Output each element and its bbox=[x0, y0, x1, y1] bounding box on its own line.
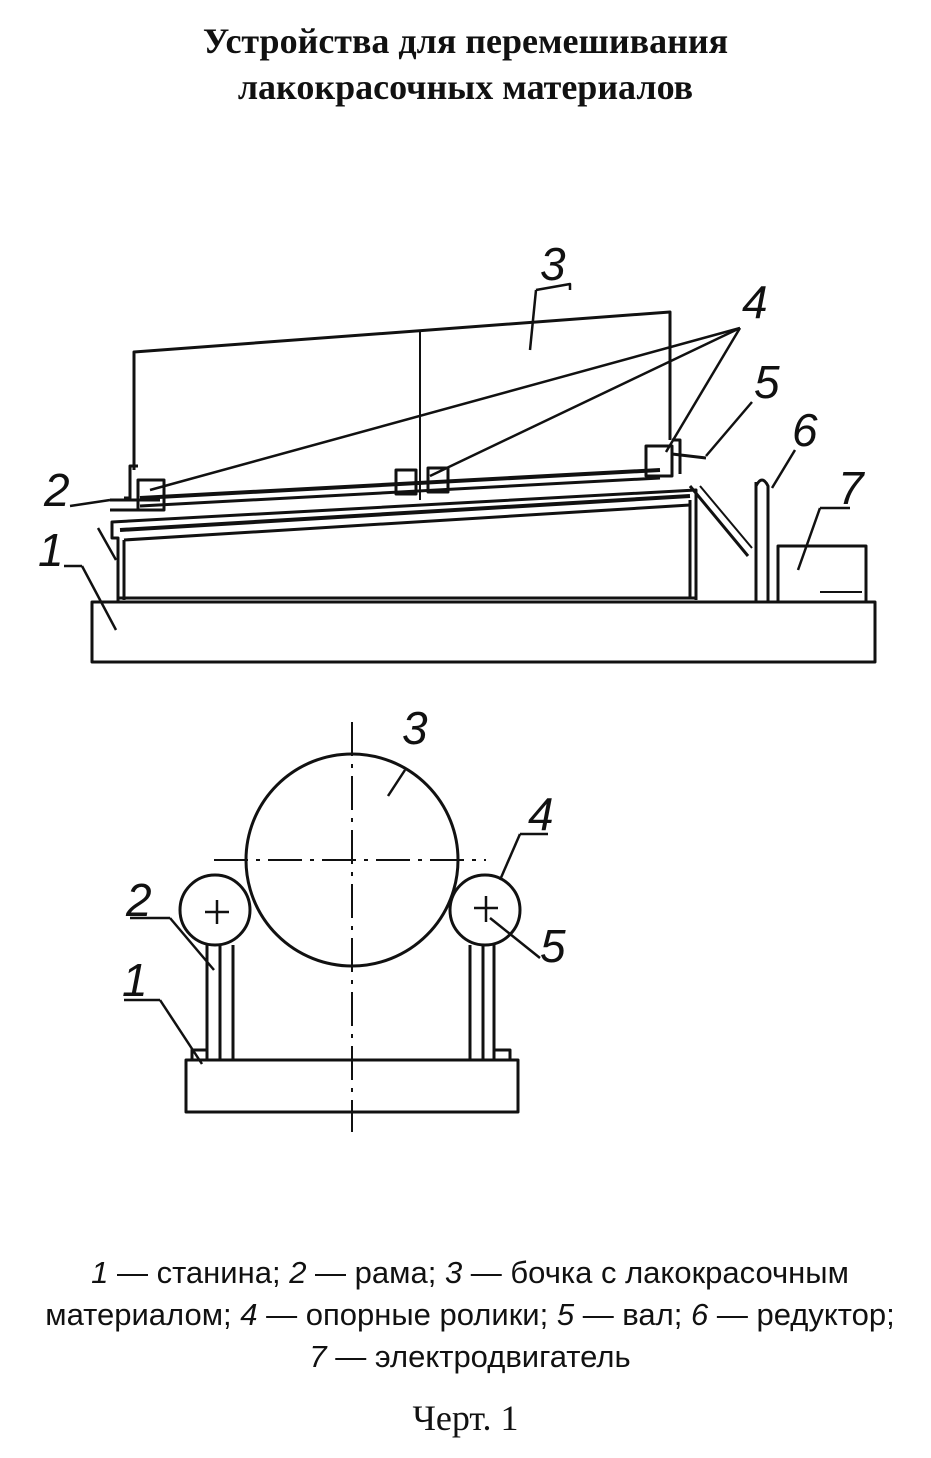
legend-num-4: 4 bbox=[240, 1297, 258, 1332]
document-title: Устройства для перемешивания лакокрасочн… bbox=[0, 18, 931, 110]
side-base bbox=[90, 600, 877, 664]
front-centerlines bbox=[214, 722, 486, 1132]
label-5-front: 5 bbox=[540, 920, 566, 972]
label-4-side: 4 bbox=[742, 276, 768, 328]
side-reducer bbox=[754, 478, 770, 602]
legend-num-1: 1 bbox=[91, 1255, 109, 1290]
label-3-front: 3 bbox=[402, 702, 428, 754]
roller-center-marks bbox=[205, 896, 498, 924]
front-frame-posts bbox=[190, 945, 512, 1060]
legend-num-2: 2 bbox=[289, 1255, 307, 1290]
legend-caption: 1 — станина; 2 — рама; 3 — бочка с лакок… bbox=[40, 1252, 900, 1378]
legend-text-6: — редуктор; bbox=[708, 1297, 895, 1332]
front-roller-left bbox=[178, 873, 252, 947]
label-7-side: 7 bbox=[838, 462, 865, 514]
side-view bbox=[64, 282, 877, 664]
side-frame bbox=[110, 488, 698, 602]
legend-text-5: — вал; bbox=[574, 1297, 691, 1332]
side-barrel bbox=[132, 310, 672, 508]
front-leaders bbox=[124, 769, 548, 1065]
front-roller-right bbox=[448, 873, 522, 947]
label-3-side: 3 bbox=[540, 238, 566, 290]
legend-text-4: — опорные ролики; bbox=[257, 1297, 557, 1332]
label-4-front: 4 bbox=[528, 788, 554, 840]
side-leaders bbox=[64, 282, 850, 631]
side-rollers bbox=[110, 438, 707, 512]
label-5-side: 5 bbox=[754, 356, 780, 408]
legend-text-1: — станина; bbox=[108, 1255, 290, 1290]
position-labels: 3 4 5 6 7 2 1 3 4 5 2 1 bbox=[38, 238, 865, 1006]
legend-num-6: 6 bbox=[690, 1297, 709, 1332]
front-view bbox=[124, 722, 548, 1132]
title-line-2: лакокрасочных материалов bbox=[237, 67, 694, 107]
title-line-1: Устройства для перемешивания bbox=[202, 21, 729, 61]
legend-num-3: 3 bbox=[444, 1255, 463, 1290]
label-6-side: 6 bbox=[792, 404, 818, 456]
legend-text-7: — электродвигатель bbox=[326, 1339, 631, 1374]
label-1-side: 1 bbox=[38, 524, 64, 576]
label-1-front: 1 bbox=[122, 954, 148, 1006]
side-shaft bbox=[688, 485, 750, 557]
front-barrel-circle bbox=[244, 752, 460, 968]
legend-text-3: — бочка с лакокрасочным материалом; bbox=[45, 1255, 849, 1332]
side-motor bbox=[776, 544, 868, 604]
front-base bbox=[184, 1058, 520, 1114]
legend-text-2: — рама; bbox=[306, 1255, 445, 1290]
figure-caption: Черт. 1 bbox=[412, 1398, 519, 1438]
label-2-front: 2 bbox=[125, 874, 152, 926]
legend-num-5: 5 bbox=[556, 1297, 575, 1332]
label-2-side: 2 bbox=[43, 464, 70, 516]
legend-num-7: 7 bbox=[309, 1339, 327, 1374]
